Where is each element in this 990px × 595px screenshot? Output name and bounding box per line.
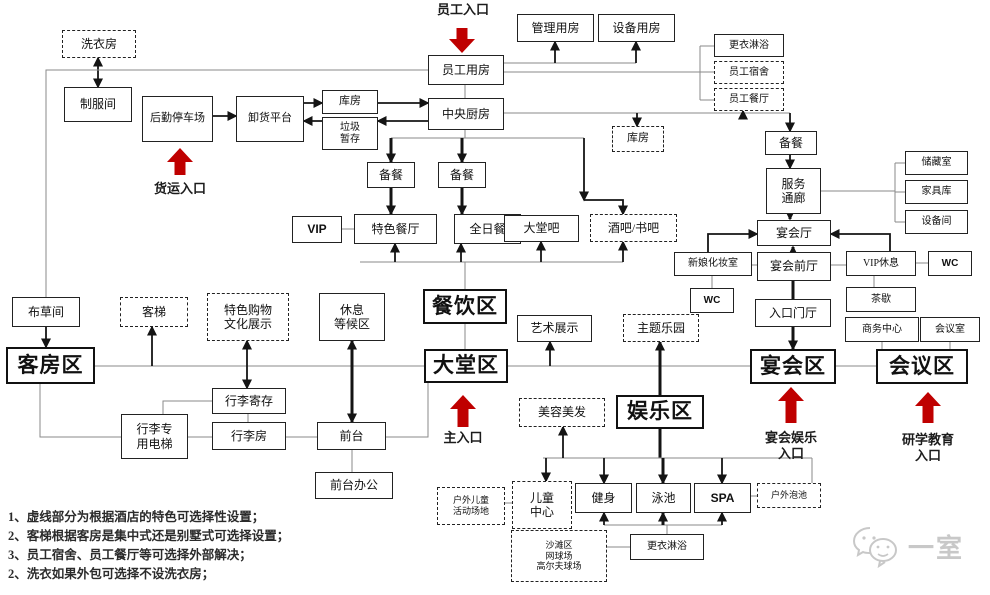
node-outdoor-soak-pool: 户外泡池 — [757, 483, 821, 508]
node-equipment-room-small: 设备间 — [905, 210, 968, 234]
study-education-entrance-arrow-icon — [915, 392, 941, 423]
node-conference-zone: 会议区 — [876, 349, 968, 384]
node-linen-room: 布草间 — [12, 297, 80, 327]
node-staff-shower: 更衣淋浴 — [714, 34, 784, 57]
footnote-line: 1、虚线部分为根据酒店的特色可选择性设置； — [8, 510, 265, 524]
main-entrance-label: 主入口 — [443, 430, 483, 445]
node-vip-room: VIP — [292, 216, 342, 243]
node-entrance-foyer: 入口门厅 — [755, 299, 831, 327]
footnote-line: 2、客梯根据客房是集中式还是别墅式可选择设置； — [8, 529, 290, 543]
node-lobby-zone: 大堂区 — [424, 349, 508, 383]
node-pantry-left: 备餐 — [367, 162, 415, 188]
node-theme-park: 主题乐园 — [623, 314, 699, 342]
study-education-entrance-label: 研学教育 入口 — [901, 432, 954, 464]
node-tea-break: 茶歇 — [846, 287, 916, 312]
connector-83 — [386, 383, 429, 438]
node-central-kitchen: 中央厨房 — [428, 98, 504, 130]
node-luggage-storage: 行李寄存 — [212, 388, 286, 414]
node-pantry-mid: 备餐 — [438, 162, 486, 188]
connector-59 — [584, 199, 628, 216]
node-front-desk: 前台 — [317, 422, 386, 450]
node-storage-room: 储藏室 — [905, 151, 968, 175]
node-bride-makeup: 新娘化妆室 — [674, 252, 752, 276]
node-lobby-bar: 大堂吧 — [504, 215, 579, 242]
banquet-entertainment-entrance-label: 宴会娱乐 入口 — [764, 430, 817, 462]
node-storeroom-dashed: 库房 — [612, 126, 664, 152]
node-front-desk-office: 前台办公 — [315, 472, 393, 499]
connector-77 — [39, 384, 121, 438]
node-guestroom-zone: 客房区 — [6, 347, 95, 384]
node-logistics-parking: 后勤停车场 — [142, 96, 213, 142]
node-gym: 健身 — [575, 483, 632, 513]
node-wc-right: WC — [928, 251, 972, 276]
node-vip-lounge: VIP休息 — [846, 251, 916, 276]
node-entertainment-zone: 娱乐区 — [616, 395, 704, 429]
node-kids-center: 儿童 中心 — [512, 481, 572, 529]
node-staff-dorm: 员工宿舍 — [714, 61, 784, 84]
node-rest-waiting: 休息 等候区 — [319, 293, 385, 341]
node-admin-rooms: 管理用房 — [517, 14, 594, 42]
watermark: 一室 — [850, 524, 964, 568]
node-bar-bookbar: 酒吧/书吧 — [590, 214, 677, 242]
node-pantry-right: 备餐 — [765, 131, 817, 155]
node-art-display: 艺术展示 — [517, 315, 592, 342]
node-banquet-prefunction: 宴会前厅 — [757, 252, 831, 281]
node-uniform-room: 制服间 — [64, 87, 132, 122]
node-specialty-restaurant: 特色餐厅 — [354, 214, 437, 244]
staff-entrance-label: 员工入口 — [436, 2, 489, 17]
main-entrance-arrow-icon — [450, 395, 476, 427]
node-spa: SPA — [694, 483, 751, 513]
node-furniture-store: 家具库 — [905, 180, 968, 204]
connector-27 — [707, 229, 759, 252]
node-beauty-salon: 美容美发 — [519, 398, 605, 427]
node-equipment-rooms: 设备用房 — [598, 14, 675, 42]
node-guest-elevator: 客梯 — [120, 297, 188, 327]
node-beach-courts: 沙滩区 网球场 高尔夫球场 — [511, 530, 607, 582]
node-changing-shower: 更衣淋浴 — [630, 534, 704, 560]
wechat-icon — [852, 527, 897, 568]
node-wc-left: WC — [690, 288, 734, 313]
freight-entrance-label: 货运入口 — [153, 181, 206, 196]
node-service-corridor: 服务 通廊 — [766, 168, 821, 214]
footnote-line: 2、洗衣如果外包可选择不设洗衣房； — [8, 567, 215, 581]
node-banquet-zone: 宴会区 — [750, 349, 836, 384]
node-pool: 泳池 — [636, 483, 691, 513]
node-dining-zone: 餐饮区 — [423, 289, 507, 324]
watermark-text: 一室 — [908, 533, 965, 563]
node-unloading-platform: 卸货平台 — [236, 96, 304, 142]
node-business-center: 商务中心 — [845, 317, 919, 342]
node-luggage-room: 行李房 — [212, 422, 286, 450]
footnote-line: 3、员工宿舍、员工餐厅等可选择外部解决； — [8, 548, 252, 562]
connector-lines — [39, 40, 951, 548]
connector-80 — [162, 400, 212, 414]
node-specialty-shopping: 特色购物 文化展示 — [207, 293, 289, 341]
footnotes: 1、虚线部分为根据酒店的特色可选择性设置； 2、客梯根据客房是集中式还是别墅式可… — [8, 508, 289, 584]
node-laundry: 洗衣房 — [62, 30, 136, 58]
node-ballroom: 宴会厅 — [757, 220, 831, 246]
node-garbage-hold: 垃圾 暂存 — [322, 117, 378, 150]
node-staff-canteen: 员工餐厅 — [714, 88, 784, 111]
node-staff-rooms: 员工用房 — [428, 55, 504, 85]
connector-28 — [829, 229, 891, 251]
banquet-entertainment-entrance-arrow-icon — [778, 387, 804, 423]
node-outdoor-kids: 户外儿童 活动场地 — [437, 487, 505, 525]
node-luggage-elevator: 行李专 用电梯 — [121, 414, 188, 459]
node-storeroom-small: 库房 — [322, 90, 378, 114]
connector-14 — [45, 69, 428, 297]
staff-entrance-arrow-icon — [449, 28, 475, 53]
entrance-arrows — [167, 28, 941, 427]
freight-entrance-arrow-icon — [167, 148, 193, 175]
node-meeting-room: 会议室 — [920, 317, 980, 342]
